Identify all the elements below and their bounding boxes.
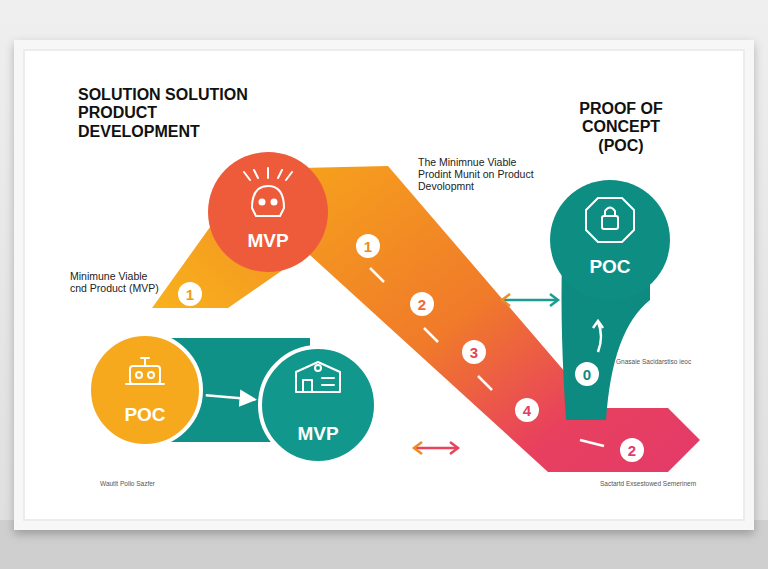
circle-node: POC [548,178,672,302]
callout-number: 1 [356,234,380,258]
note-text: PROOF OF CONCEPT (POC) [566,100,676,155]
circle-fill [260,347,376,463]
note-text: Sactartd Exsestowed Semerinem [600,480,730,487]
poster-title: SOLUTION SOLUTION PRODUCT DEVELOPMENT [78,86,283,141]
node-label: POC [589,256,630,278]
circle-shape [548,178,672,302]
callout-number: 1 [178,282,202,306]
callout-number: 0 [575,362,599,386]
node-label: MVP [297,423,338,445]
note-text: Minimune Viable cnd Product (MVP) [70,270,162,294]
note-text: Gnasaie Sacidarstiso ieoc [616,358,692,365]
note-text: Wautlt Pollo Sazfer [100,480,180,487]
circle-node: POC [87,332,203,448]
note-text: The Minimnue Viable Prodint Munit on Pro… [418,156,536,192]
circle-node: MVP [258,345,378,465]
flow-arrow [206,395,255,399]
circle-shape [87,332,203,448]
callout-number: 4 [515,398,539,422]
callout-number: 2 [410,292,434,316]
circle-fill [89,334,201,446]
circle-fill [550,180,670,300]
node-label: MVP [247,230,288,252]
circle-shape [258,345,378,465]
circle-fill [208,152,328,272]
callout-number: 2 [620,438,644,462]
node-label: POC [124,404,165,426]
circle-shape [206,150,330,274]
circle-node: MVP [206,150,330,274]
callout-number: 3 [462,340,486,364]
